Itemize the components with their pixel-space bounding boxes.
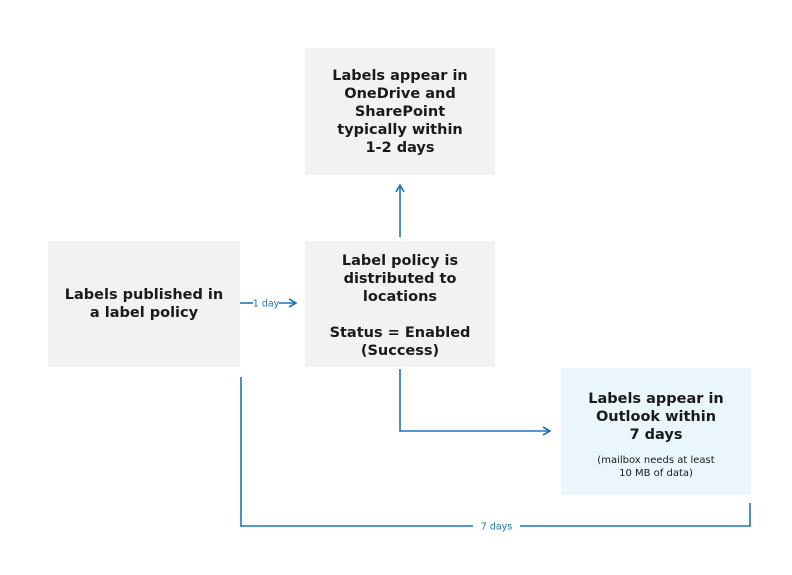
distributed-line-1: Label policy is (341, 253, 459, 269)
onedrive-sharepoint-box: Labels appear in OneDrive and SharePoint… (305, 48, 495, 175)
policy-distributed-box: Label policy is distributed to locations… (305, 241, 495, 367)
distributed-line-2: distributed to (343, 271, 457, 287)
published-line-2: a label policy (89, 305, 199, 321)
outlook-timeframe: 7 days (629, 426, 683, 443)
connector-published-to-distributed: 1 day (240, 298, 298, 310)
distributed-status-line-2: (Success) (360, 343, 440, 359)
onedrive-line-3: SharePoint (354, 103, 446, 120)
outlook-note-line-2: 10 MB of data) (619, 467, 693, 479)
onedrive-timeframe: 1-2 days (365, 139, 435, 156)
distributed-line-3: locations (362, 289, 438, 305)
connector-distributed-to-outlook (399, 369, 552, 436)
outlook-box: Labels appear in Outlook within 7 days (… (561, 368, 751, 495)
onedrive-line-4: typically within (337, 121, 463, 138)
outlook-line-1: Labels appear in (588, 390, 724, 407)
onedrive-line-1: Labels appear in (332, 67, 468, 84)
connector-published-to-outlook: 7 days (240, 377, 751, 533)
outlook-line-2: Outlook within (595, 408, 717, 425)
labels-published-box: Labels published in a label policy (48, 241, 240, 367)
connector-label-7-days: 7 days (481, 522, 513, 533)
onedrive-line-2: OneDrive and (344, 85, 456, 102)
distributed-status-line-1: Status = Enabled (329, 325, 471, 341)
outlook-note-line-1: (mailbox needs at least (597, 454, 715, 466)
outlook-note: (mailbox needs at least 10 MB of data) (597, 454, 714, 480)
connector-label-1-day: 1 day (253, 299, 280, 310)
published-line-1: Labels published in (64, 287, 224, 303)
